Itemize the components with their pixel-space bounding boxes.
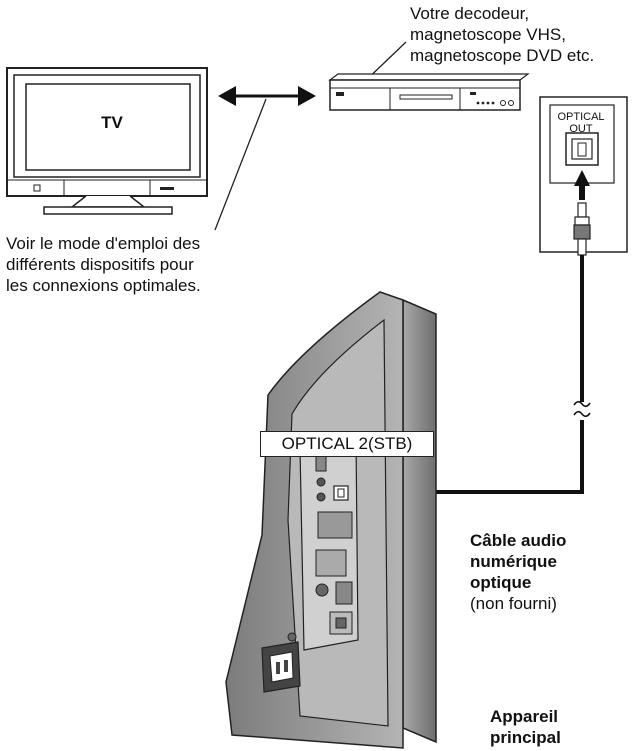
decoder-illustration — [328, 73, 530, 111]
note-leader-line — [214, 98, 267, 231]
cable-caption: Câble audio numérique optique (non fourn… — [470, 531, 567, 613]
main-unit-illustration — [225, 291, 437, 749]
optical-out-label: OPTICAL OUT — [557, 111, 605, 135]
tv-illustration — [6, 67, 208, 215]
tv-label: TV — [101, 113, 123, 132]
connection-note: Voir le mode d'emploi des différents dis… — [6, 234, 201, 295]
decoder-caption: Votre decodeur, magnetoscope VHS, magnet… — [410, 4, 595, 65]
optical-2-port-label: OPTICAL 2(STB) — [260, 431, 434, 457]
optical-plug-top — [573, 202, 591, 256]
link-arrow — [218, 86, 316, 106]
plug-in-arrow — [574, 170, 590, 200]
main-unit-caption: Appareil principal — [490, 707, 561, 747]
optical-cable — [432, 255, 591, 494]
